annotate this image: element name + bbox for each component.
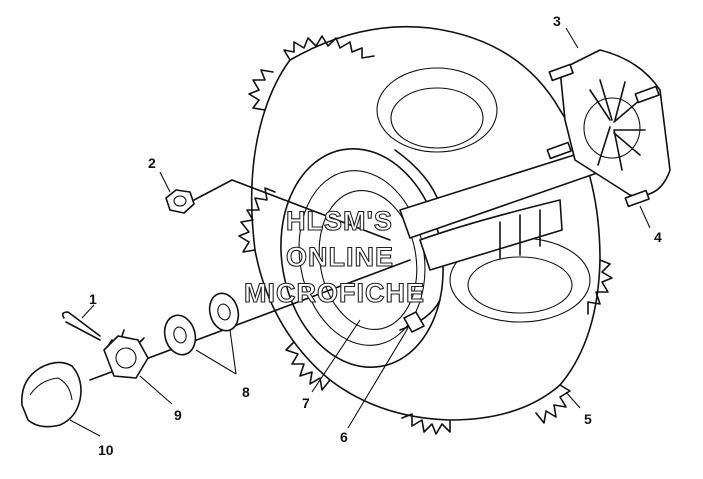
callout-3: 3 (553, 13, 561, 29)
cotter-pin (61, 311, 101, 341)
callout-9: 9 (174, 407, 182, 423)
leader-lines (69, 27, 651, 437)
callout-10: 10 (98, 442, 114, 458)
castle-nut (103, 329, 149, 379)
lug-nut (165, 179, 391, 241)
wheel-studs (546, 63, 660, 208)
callout-1: 1 (89, 291, 97, 307)
callout-7: 7 (302, 395, 310, 411)
callout-2: 2 (148, 155, 156, 171)
callout-5: 5 (584, 411, 592, 427)
washers (163, 292, 240, 356)
callout-8: 8 (242, 384, 250, 400)
callout-6: 6 (340, 429, 348, 445)
watermark-line-1: HLSM'S (286, 206, 393, 236)
callout-4: 4 (654, 229, 662, 245)
watermark-line-3: MICROFICHE (244, 278, 425, 308)
watermark: HLSM'S ONLINE MICROFICHE (243, 205, 425, 308)
valve-stem (403, 311, 425, 333)
watermark-line-2: ONLINE (286, 242, 394, 272)
hub-cap (21, 361, 82, 428)
